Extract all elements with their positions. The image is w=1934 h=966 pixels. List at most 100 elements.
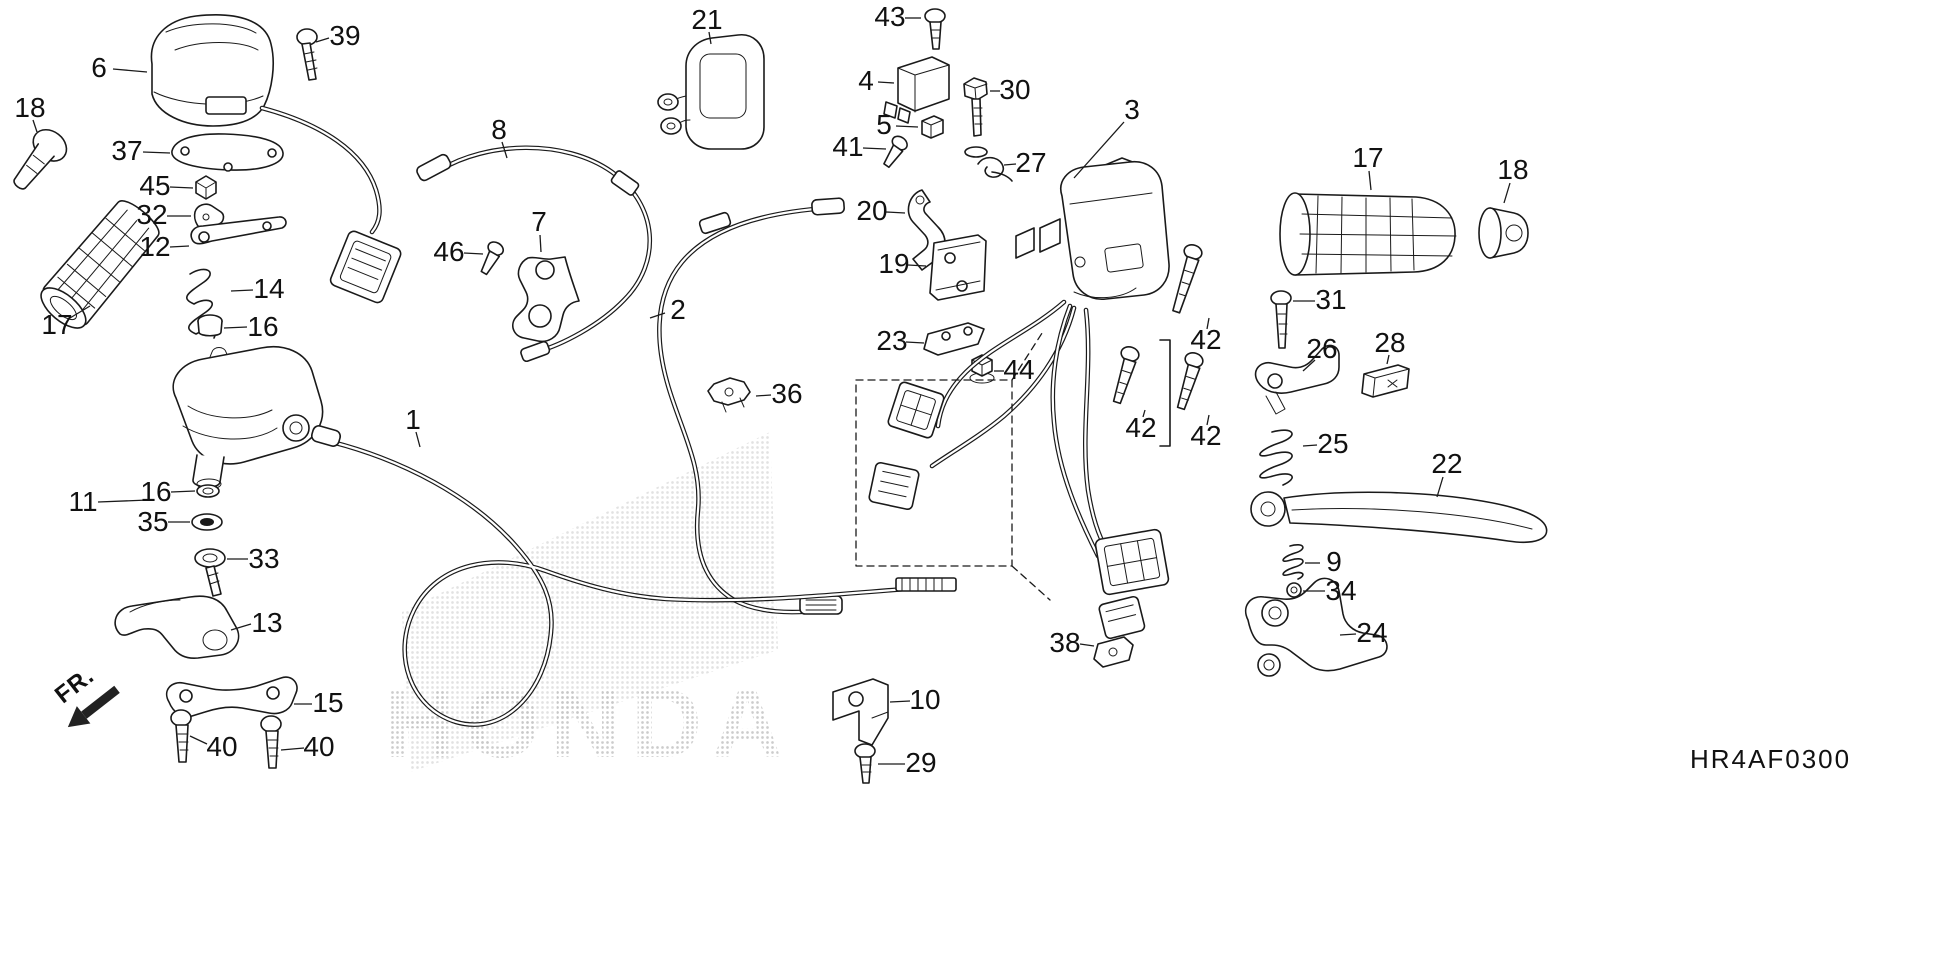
part-13-lever-arm bbox=[114, 565, 240, 659]
part-callout-39: 39 bbox=[329, 20, 360, 51]
honda-watermark: HONDA bbox=[383, 432, 792, 778]
leader-line-17 bbox=[1368, 170, 1372, 191]
part-36-clamp bbox=[707, 377, 751, 413]
part-callout-41: 41 bbox=[832, 131, 863, 162]
part-callout-17: 17 bbox=[1352, 142, 1383, 173]
part-callout-45: 45 bbox=[139, 170, 170, 201]
part-callout-6: 6 bbox=[91, 52, 107, 83]
part-callout-3: 3 bbox=[1124, 94, 1140, 125]
part-12-bracket bbox=[190, 216, 287, 245]
part-callout-37: 37 bbox=[111, 135, 142, 166]
leader-line-38 bbox=[1079, 643, 1095, 647]
leader-line-22 bbox=[1436, 476, 1444, 498]
leader-line-4 bbox=[877, 81, 895, 84]
leader-line-5 bbox=[895, 125, 919, 128]
part-callout-34: 34 bbox=[1325, 575, 1356, 606]
leader-line-46 bbox=[463, 252, 484, 255]
part-callout-26: 26 bbox=[1306, 333, 1337, 364]
leader-line-45 bbox=[169, 186, 194, 189]
part-29-screw bbox=[854, 743, 876, 784]
part-callout-42: 42 bbox=[1190, 324, 1221, 355]
part-30-bolt bbox=[963, 77, 988, 158]
leader-line-19 bbox=[907, 264, 927, 267]
part-callout-36: 36 bbox=[771, 378, 802, 409]
part-21-rubber-boot bbox=[657, 34, 765, 150]
part-callout-20: 20 bbox=[856, 195, 887, 226]
leader-line-21 bbox=[708, 31, 712, 45]
part-callout-28: 28 bbox=[1374, 327, 1405, 358]
part-callout-46: 46 bbox=[433, 236, 464, 267]
part-callout-13: 13 bbox=[251, 607, 282, 638]
part-9-spring bbox=[1282, 544, 1304, 580]
leader-line-20 bbox=[885, 211, 906, 214]
part-17-handle-grip-right bbox=[1279, 192, 1457, 276]
part-41-screw bbox=[883, 135, 908, 169]
part-callout-11: 11 bbox=[68, 486, 97, 517]
leader-line-1 bbox=[415, 431, 421, 448]
part-39-screw bbox=[296, 28, 318, 81]
leader-line-8 bbox=[501, 141, 508, 159]
part-3-switch-housing bbox=[1015, 157, 1170, 300]
part-callout-32: 32 bbox=[136, 199, 167, 230]
leader-line-13 bbox=[230, 623, 252, 631]
part-42-screw-b bbox=[1112, 345, 1140, 405]
leader-line-28 bbox=[1386, 354, 1390, 365]
part-22-brake-lever bbox=[1250, 491, 1548, 543]
part-24-lever-holder bbox=[1244, 577, 1388, 677]
part-callout-4: 4 bbox=[858, 65, 874, 96]
leader-lines bbox=[32, 17, 1511, 765]
leader-line-37 bbox=[142, 151, 171, 154]
leader-line-40 bbox=[280, 747, 305, 751]
leader-line-10 bbox=[889, 700, 911, 703]
part-callout-33: 33 bbox=[248, 543, 279, 574]
leader-line-16 bbox=[170, 490, 196, 493]
leader-line-17 bbox=[69, 305, 91, 319]
part-16-washer-lower bbox=[196, 484, 220, 498]
part-28-pad bbox=[1361, 364, 1410, 398]
leader-line-40 bbox=[189, 735, 208, 745]
part-10-bracket bbox=[832, 678, 889, 746]
part-callout-38: 38 bbox=[1049, 627, 1080, 658]
part-callout-23: 23 bbox=[876, 325, 907, 356]
part-37-gasket bbox=[171, 133, 284, 172]
part-1-throttle-cable bbox=[310, 425, 957, 727]
part-6-switch-housing-cover bbox=[150, 14, 274, 127]
leader-line-16 bbox=[223, 326, 248, 329]
leader-line-6 bbox=[112, 68, 148, 73]
part-45-nut bbox=[195, 175, 217, 200]
part-callout-42: 42 bbox=[1190, 420, 1221, 451]
leader-line-26 bbox=[1302, 359, 1316, 372]
part-6-wire-and-connector bbox=[259, 105, 402, 304]
part-5-nut bbox=[921, 115, 944, 139]
part-callout-14: 14 bbox=[253, 273, 284, 304]
part-42-screw-a bbox=[1172, 243, 1203, 314]
leader-line-36 bbox=[755, 394, 772, 397]
part-callout-19: 19 bbox=[878, 248, 909, 279]
part-callout-1: 1 bbox=[405, 404, 421, 435]
part-callout-31: 31 bbox=[1315, 284, 1346, 315]
part-callout-29: 29 bbox=[905, 747, 936, 778]
part-callout-12: 12 bbox=[139, 231, 170, 262]
honda-watermark-text: HONDA bbox=[383, 668, 792, 778]
part-16-joint-cap-upper bbox=[197, 314, 223, 337]
part-callout-5: 5 bbox=[876, 109, 892, 140]
part-callout-15: 15 bbox=[312, 687, 343, 718]
part-25-spring bbox=[1259, 429, 1293, 486]
leader-line-27 bbox=[1003, 163, 1017, 166]
part-35-grommet bbox=[191, 513, 223, 531]
part-callout-7: 7 bbox=[531, 206, 547, 237]
part-callout-18: 18 bbox=[1497, 154, 1528, 185]
part-callout-27: 27 bbox=[1015, 147, 1046, 178]
part-34-e-ring bbox=[1286, 582, 1302, 598]
part-3-wire-harness bbox=[868, 299, 1170, 640]
leader-line-18 bbox=[1503, 182, 1511, 204]
leader-line-7 bbox=[539, 234, 542, 253]
part-callout-35: 35 bbox=[137, 506, 168, 537]
leader-line-41 bbox=[862, 147, 887, 150]
part-27-spring-clip bbox=[977, 156, 1013, 182]
part-callout-43: 43 bbox=[874, 1, 905, 32]
halftone-band bbox=[402, 432, 778, 772]
leader-line-42 bbox=[1206, 414, 1210, 426]
